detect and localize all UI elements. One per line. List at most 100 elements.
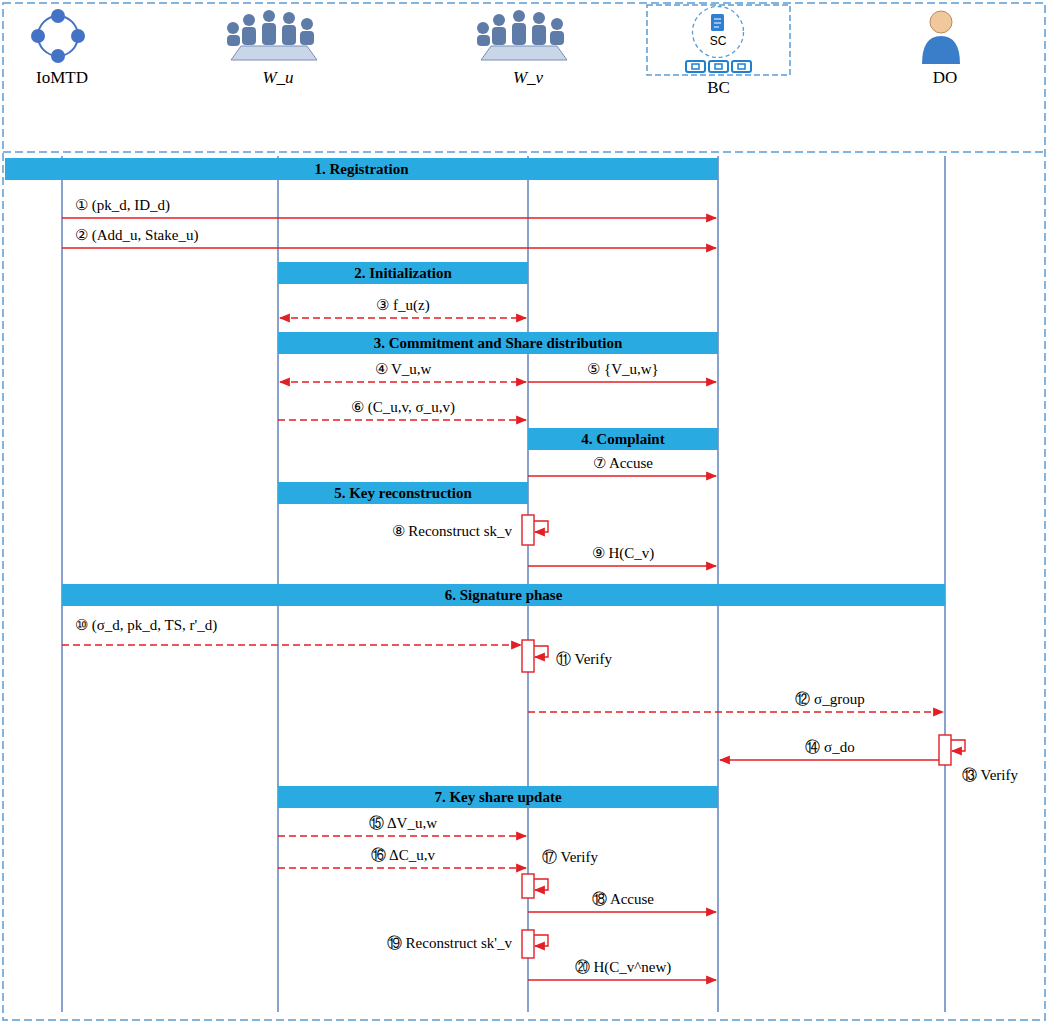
message-label: ⑰ Verify	[542, 848, 598, 866]
participant-icon	[469, 6, 579, 68]
phase-band: 4. Complaint	[528, 428, 718, 450]
icon-table	[231, 46, 317, 60]
icon-head	[513, 10, 525, 22]
icon-dot	[51, 9, 65, 23]
phase-title: 5. Key reconstruction	[282, 484, 524, 502]
message-label: ⑯ ΔC_u,v	[371, 846, 435, 864]
message-label: ⑦ Accuse	[593, 454, 653, 472]
message-arrow	[280, 317, 526, 319]
icon-body	[512, 23, 526, 45]
icon-dot	[51, 49, 65, 63]
phase-title: 2. Initialization	[282, 264, 524, 282]
icon-body	[227, 35, 240, 46]
participant-name: W_u	[219, 68, 337, 88]
icon-table	[481, 46, 567, 60]
message-label: ① (pk_d, ID_d)	[75, 196, 170, 214]
icon-head	[227, 22, 239, 34]
circle-outline	[691, 5, 745, 59]
participant: W_v	[469, 6, 587, 88]
phase-title: 1. Registration	[9, 160, 714, 178]
activation-box	[522, 930, 534, 958]
icon-people	[477, 10, 564, 46]
icon-head	[243, 14, 255, 26]
phase-band: 1. Registration	[5, 158, 718, 180]
phase-title: 3. Commitment and Share distribution	[282, 334, 714, 352]
icon-dot	[71, 29, 85, 43]
chain-block	[709, 61, 728, 72]
message-arrow	[528, 475, 716, 477]
message-label: ② (Add_u, Stake_u)	[75, 226, 198, 244]
participant-name: IoMTD	[3, 68, 121, 88]
outer-border	[3, 3, 1045, 1020]
self-loop	[951, 740, 965, 751]
message-arrow	[528, 381, 716, 383]
document-lines	[714, 19, 721, 27]
participant-name: DO	[886, 68, 1004, 88]
icon-body	[262, 23, 276, 45]
participant-name: W_v	[469, 68, 587, 88]
icon-body	[477, 35, 490, 46]
phase-band: 3. Commitment and Share distribution	[278, 332, 718, 354]
message-arrow	[62, 247, 716, 249]
message-label: ⑳ H(C_v^new)	[575, 958, 672, 976]
icon-body	[242, 27, 256, 45]
phase-band: 2. Initialization	[278, 262, 528, 284]
participant-icon	[3, 6, 113, 68]
message-arrow	[720, 759, 939, 761]
message-arrow	[278, 835, 526, 837]
message-label: ③ f_u(z)	[376, 296, 429, 314]
message-arrow	[528, 711, 943, 713]
activation-box	[939, 735, 951, 765]
participant-icon	[219, 6, 329, 68]
message-label: ⑱ Accuse	[592, 890, 654, 908]
icon-body	[492, 27, 506, 45]
self-loop	[534, 879, 548, 890]
participant-name: BC	[646, 78, 791, 98]
blockchain-box: BC SC	[646, 4, 791, 98]
participant-name: SC	[691, 34, 745, 48]
icon-body	[282, 25, 296, 45]
phase-band: 5. Key reconstruction	[278, 482, 528, 504]
icon-head	[533, 12, 545, 24]
chain-block	[686, 61, 705, 72]
message-label: ⑧ Reconstruct sk_v	[392, 522, 512, 540]
chain-block	[732, 61, 751, 72]
document-icon	[711, 14, 724, 31]
message-label: ⑮ ΔV_u,w	[369, 814, 437, 832]
activation-box	[522, 640, 534, 672]
chain-link	[692, 64, 699, 69]
chain-link	[715, 64, 722, 69]
icon-head	[551, 18, 563, 30]
icon-people	[227, 10, 314, 46]
participant-icon	[886, 6, 996, 68]
dashed-frame	[647, 5, 790, 75]
self-loop	[534, 935, 548, 946]
message-label: ⑭ σ_do	[805, 738, 854, 756]
message-label: ⑩ (σ_d, pk_d, TS, r'_d)	[75, 616, 217, 634]
self-loop	[534, 646, 548, 657]
self-loop	[534, 521, 548, 532]
phase-band: 6. Signature phase	[62, 584, 945, 606]
icon-head	[930, 11, 952, 33]
icon-head	[283, 12, 295, 24]
activation-box	[522, 515, 534, 545]
message-arrow	[278, 867, 526, 869]
message-label: ⑬ Verify	[962, 766, 1018, 784]
icon-body	[300, 31, 314, 45]
message-label: ④ V_u,w	[375, 360, 432, 378]
dashed-circle	[693, 7, 744, 58]
message-label: ⑪ Verify	[556, 650, 612, 668]
icon-head	[493, 14, 505, 26]
message-arrow	[62, 217, 716, 219]
icon-body	[922, 36, 960, 64]
icon-body	[550, 31, 564, 45]
message-label: ⑫ σ_group	[795, 690, 864, 708]
participant: DO	[886, 6, 1004, 88]
message-label: ⑨ H(C_v)	[592, 544, 655, 562]
message-arrow	[528, 911, 716, 913]
chain-link	[738, 64, 745, 69]
icon-head	[301, 18, 313, 30]
message-arrow	[528, 979, 716, 981]
message-label: ⑥ (C_u,v, σ_u,v)	[351, 398, 455, 416]
